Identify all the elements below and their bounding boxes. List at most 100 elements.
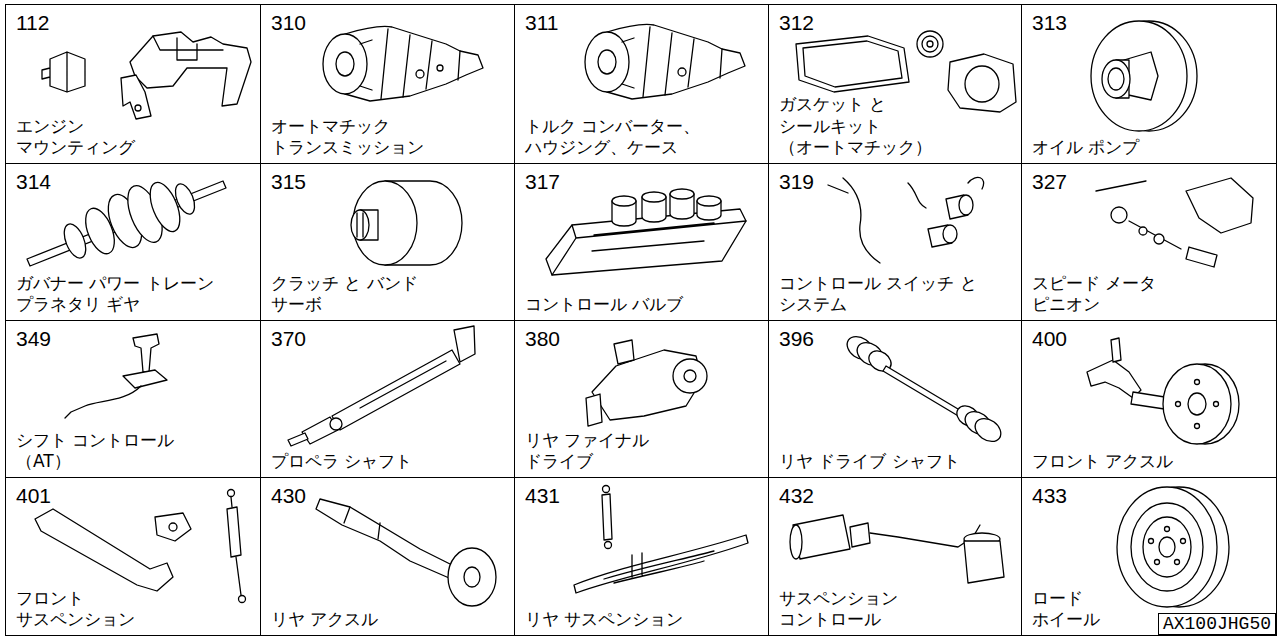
callout-number: 432	[779, 484, 814, 507]
oil-seal	[917, 31, 943, 57]
valve-body-detail	[552, 221, 746, 275]
shock-eye	[603, 486, 610, 493]
converter-housing	[585, 32, 629, 92]
part-name: リヤ サスペンション	[525, 609, 745, 630]
wheel-illustration	[1117, 487, 1229, 607]
drum-hub	[1188, 393, 1206, 415]
brake-drum	[448, 548, 496, 606]
pinion-illustration	[1096, 178, 1253, 267]
drive-shaft-illustration	[843, 332, 1005, 446]
lug-hole	[1181, 539, 1186, 544]
mount-block	[42, 52, 85, 92]
input-bore	[598, 50, 616, 74]
lug-hole	[1176, 402, 1181, 407]
bracket	[155, 513, 191, 541]
part-name: エンジン マウンティング	[16, 116, 172, 159]
mount-bracket	[586, 394, 602, 426]
shock-absorber	[227, 507, 241, 557]
callout-number: 312	[779, 11, 814, 34]
oil-pump-illustration	[1091, 21, 1197, 131]
air-bag	[964, 541, 1004, 583]
axle-beam	[316, 499, 460, 581]
part-name: ガスケット と シールキット （オートマチック）	[779, 94, 964, 158]
part-name: ロード ホイール	[1032, 588, 1124, 631]
drum-face	[353, 181, 417, 265]
valve-cylinder-top	[670, 189, 694, 199]
part-name: フロント サスペンション	[16, 588, 172, 631]
callout-number: 349	[16, 327, 51, 350]
pinion-gear	[1186, 247, 1217, 267]
drive-flange	[673, 359, 707, 393]
rear-suspension-illustration	[574, 486, 748, 594]
callout-number: 313	[1032, 11, 1067, 34]
catalog-cell: 380 リヤ ファイナル ドライブ	[514, 320, 769, 478]
catalog-cell: 400フロント アクスル	[1021, 320, 1277, 478]
catalog-cell: 370プロペラ シャフト	[260, 320, 515, 478]
valve-cylinder-top	[642, 192, 666, 202]
suspension-control-illustration	[790, 515, 1004, 583]
lock-nut	[1111, 207, 1127, 223]
input-bore	[336, 52, 354, 76]
callout-number: 431	[525, 484, 560, 507]
axle-detail	[344, 507, 380, 539]
lug-hole	[1195, 424, 1200, 429]
callout-number: 311	[525, 11, 558, 34]
catalog-cell: 317コントロール バルブ	[514, 163, 769, 321]
figure-code-box: AX100JHG50	[1158, 613, 1276, 635]
part-name: リヤ ファイナル ドライブ	[525, 430, 690, 473]
axle-shaft	[883, 366, 963, 417]
final-drive-illustration	[586, 340, 707, 426]
leaf-spring	[574, 535, 748, 593]
shock-eye	[239, 596, 246, 603]
rim	[1131, 503, 1203, 591]
case-plug	[678, 68, 686, 76]
switch-face	[959, 195, 973, 215]
pump-hub-bore	[1108, 68, 1124, 90]
air-pipe	[870, 525, 980, 547]
harness	[828, 177, 984, 263]
callout-number: 401	[16, 484, 51, 507]
compressor-end	[790, 525, 802, 559]
rear-axle-illustration	[316, 499, 496, 606]
catalog-cell: 312 ガスケット と シールキット （オートマチック）	[768, 4, 1022, 164]
part-name: リヤ アクスル	[271, 609, 471, 630]
catalog-cell: 396リヤ ドライブ シャフト	[768, 320, 1022, 478]
universal-joint	[330, 418, 342, 430]
gasket-inner-edge	[803, 41, 902, 87]
callout-number: 380	[525, 327, 560, 350]
extension-housing	[1186, 178, 1253, 233]
callout-number: 317	[525, 170, 560, 193]
lug-hole	[1155, 560, 1160, 565]
part-name: リヤ ドライブ シャフト	[779, 451, 1009, 472]
case-plug	[437, 65, 443, 71]
lug-hole	[1214, 402, 1219, 407]
drum-hub	[464, 567, 480, 587]
callout-number: 327	[1032, 170, 1067, 193]
lug-hole	[1165, 527, 1170, 532]
callout-number: 314	[16, 170, 51, 193]
catalog-cell: 432サスペンション コントロール	[768, 477, 1022, 636]
catalog-cell: 315クラッチ と バンド サーボ	[260, 163, 515, 321]
part-name: オートマチック トランスミッション	[271, 116, 447, 159]
bolt-hole	[135, 105, 141, 111]
catalog-cell: 327スピード メータ ピニオン	[1021, 163, 1277, 321]
shaft-line	[360, 361, 446, 408]
callout-number: 430	[271, 484, 306, 507]
oil-seal-bore	[927, 41, 933, 47]
valve-block	[850, 523, 870, 547]
disc	[1143, 517, 1191, 577]
gasket-opening	[965, 66, 999, 102]
catalog-cell: 401 フロント サスペンション	[5, 477, 261, 636]
shock-eye	[228, 490, 235, 497]
switch-illustration	[828, 177, 984, 263]
lug-hole	[1149, 539, 1154, 544]
part-name: シフト コントロール （AT）	[16, 430, 216, 473]
gear-train-illustration	[27, 178, 226, 266]
flange-plate	[454, 326, 475, 362]
crossmember-detail	[153, 36, 223, 60]
shock-absorber	[602, 494, 612, 540]
callout-number: 315	[271, 170, 306, 193]
hub-splines	[357, 213, 363, 237]
oil-seal-lip	[922, 36, 938, 52]
